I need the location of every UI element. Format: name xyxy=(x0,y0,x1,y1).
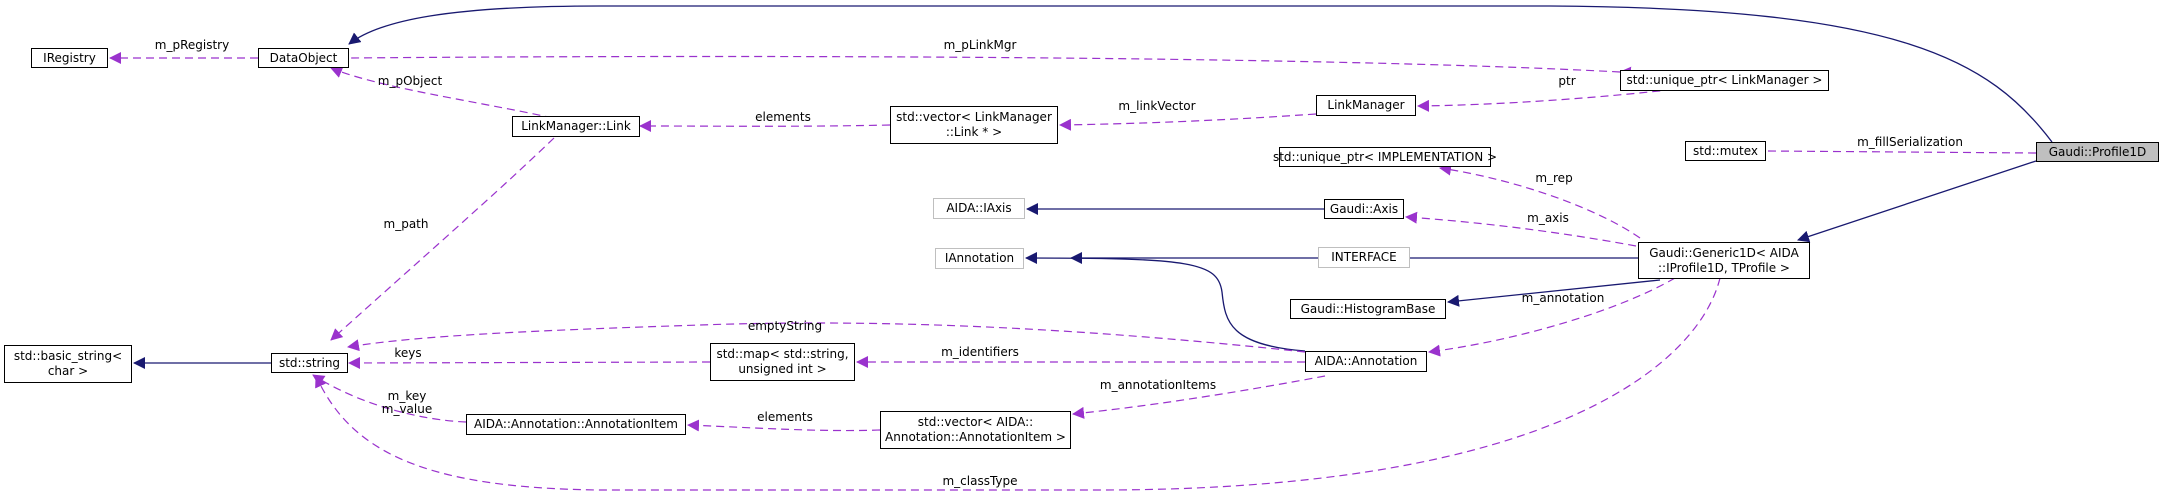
node-gaudi-histogrambase[interactable]: Gaudi::HistogramBase xyxy=(1290,299,1446,319)
node-label-line-2: char > xyxy=(47,364,89,378)
edge-label-elements-link: elements xyxy=(755,110,811,124)
edge-annotation-uses-string-emptystring xyxy=(347,322,1306,353)
node-label: Gaudi::Profile1D xyxy=(2048,144,2147,159)
node-label: AIDA::Annotation::AnnotationItem xyxy=(474,417,678,431)
edge-annotation-inherits-iannotation xyxy=(1025,252,1306,352)
edge-label-m-identifiers: m_identifiers xyxy=(941,345,1019,359)
edge-map-uses-string xyxy=(348,356,711,369)
edge-label-elements-item: elements xyxy=(757,410,813,424)
edge-label-m-annotation: m_annotation xyxy=(1521,291,1605,305)
node-label: LinkManager::Link xyxy=(521,119,631,133)
node-label-line-2: ::Link * > xyxy=(945,125,1003,139)
edge-linkmanager-uses-vector-link xyxy=(1059,113,1317,131)
edge-generic1d-uses-string-classtype xyxy=(315,277,1721,491)
node-dataobject[interactable]: DataObject xyxy=(258,48,349,68)
node-label-line-2: unsigned int > xyxy=(738,362,827,376)
node-label: Gaudi::Axis xyxy=(1329,201,1399,216)
edge-generic1d-uses-annotation xyxy=(1428,277,1676,357)
node-unique-ptr-linkmanager[interactable]: std::unique_ptr< LinkManager > xyxy=(1620,70,1829,91)
node-label: IAnnotation xyxy=(944,251,1015,265)
node-std-basic-string[interactable]: std::basic_string< char > xyxy=(4,345,132,383)
node-vector-annotation-item[interactable]: std::vector< AIDA:: Annotation::Annotati… xyxy=(880,411,1071,449)
node-label: DataObject xyxy=(269,50,338,65)
node-label: LinkManager xyxy=(1327,98,1405,112)
node-label-line-1: std::vector< AIDA:: xyxy=(917,415,1034,429)
node-label: std::unique_ptr< IMPLEMENTATION > xyxy=(1272,149,1498,164)
node-linkmanager-link[interactable]: LinkManager::Link xyxy=(512,116,640,137)
node-aida-iaxis[interactable]: AIDA::IAxis xyxy=(933,198,1025,219)
edge-annotation-uses-vector-item xyxy=(1072,375,1326,419)
node-label: INTERFACE xyxy=(1331,250,1397,264)
edge-generic1d-uses-axis xyxy=(1405,211,1637,247)
edge-label-m-pobject: m_pObject xyxy=(377,74,443,88)
node-std-map[interactable]: std::map< std::string, unsigned int > xyxy=(710,343,855,381)
edge-label-m-annotationitems: m_annotationItems xyxy=(1099,378,1217,392)
node-label: std::mutex xyxy=(1693,143,1758,158)
node-label: Gaudi::HistogramBase xyxy=(1300,301,1436,316)
node-label-line-2: Annotation::AnnotationItem > xyxy=(885,430,1066,444)
node-iregistry[interactable]: IRegistry xyxy=(31,48,108,68)
node-linkmanager[interactable]: LinkManager xyxy=(1316,95,1416,116)
edge-generic1d-uses-unique-ptr-impl xyxy=(1439,163,1641,239)
edge-vector-link-uses-link xyxy=(639,120,891,133)
node-label: AIDA::Annotation xyxy=(1314,354,1418,368)
node-label-line-1: std::basic_string< xyxy=(13,349,123,363)
node-aida-annotation-item[interactable]: AIDA::Annotation::AnnotationItem xyxy=(466,414,686,435)
node-label: IRegistry xyxy=(43,50,96,65)
edge-label-m-axis: m_axis xyxy=(1527,211,1569,225)
node-label-line-1: Gaudi::Generic1D< AIDA xyxy=(1649,245,1799,260)
edge-profile1d-inherits-dataobject xyxy=(348,5,2053,143)
edge-profile1d-uses-mutex xyxy=(1767,147,2048,160)
node-interface[interactable]: INTERFACE xyxy=(1318,247,1410,268)
edge-label-emptystring: emptyString xyxy=(747,319,823,333)
node-gaudi-generic1d[interactable]: Gaudi::Generic1D< AIDA ::IProfile1D, TPr… xyxy=(1638,242,1810,279)
node-label: AIDA::IAxis xyxy=(946,201,1012,215)
node-iannotation[interactable]: IAnnotation xyxy=(935,248,1024,269)
node-gaudi-axis[interactable]: Gaudi::Axis xyxy=(1324,199,1404,219)
edge-label-m-pregistry: m_pRegistry xyxy=(154,38,230,52)
node-label-line-2: ::IProfile1D, TProfile > xyxy=(1658,260,1790,275)
edge-label-m-value: m_value xyxy=(381,402,433,416)
edge-label-ptr: ptr xyxy=(1558,74,1576,88)
node-label-line-1: std::map< std::string, xyxy=(716,347,849,361)
collaboration-diagram xyxy=(109,5,2053,491)
edge-link-uses-string xyxy=(330,137,555,341)
node-std-mutex[interactable]: std::mutex xyxy=(1685,141,1766,161)
node-gaudi-profile1d[interactable]: Gaudi::Profile1D xyxy=(2036,142,2159,162)
edge-label-m-linkvector: m_linkVector xyxy=(1118,99,1196,113)
edge-unique-ptr-linkmgr-uses-linkmanager xyxy=(1417,87,1687,112)
node-aida-annotation[interactable]: AIDA::Annotation xyxy=(1305,351,1427,372)
edge-profile1d-inherits-generic1d xyxy=(1797,160,2037,243)
edge-label-m-fillserialization: m_fillSerialization xyxy=(1857,135,1963,149)
edge-vector-item-uses-annotation-item xyxy=(687,419,881,432)
node-label: std::unique_ptr< LinkManager > xyxy=(1626,73,1823,87)
edge-label-m-classtype: m_classType xyxy=(942,474,1018,488)
edge-unique-ptr-linkmgr-uses-dataobject xyxy=(349,55,1632,79)
node-label: std::string xyxy=(278,355,341,370)
edge-link-uses-dataobject xyxy=(330,66,554,119)
edge-label-m-path: m_path xyxy=(383,217,429,231)
node-label-line-1: std::vector< LinkManager xyxy=(896,110,1052,124)
edge-annotation-item-uses-string xyxy=(312,374,467,423)
edge-label-m-rep: m_rep xyxy=(1535,171,1573,185)
edge-label-keys: keys xyxy=(394,346,422,360)
node-std-string[interactable]: std::string xyxy=(271,353,348,373)
edge-label-m-key: m_key xyxy=(387,389,427,403)
node-unique-ptr-implementation[interactable]: std::unique_ptr< IMPLEMENTATION > xyxy=(1273,147,1497,167)
node-vector-linkmanager-link[interactable]: std::vector< LinkManager ::Link * > xyxy=(890,106,1058,144)
edge-label-m-plinkmgr: m_pLinkMgr xyxy=(943,38,1017,52)
edge-generic1d-inherits-histogrambase xyxy=(1447,279,1661,307)
